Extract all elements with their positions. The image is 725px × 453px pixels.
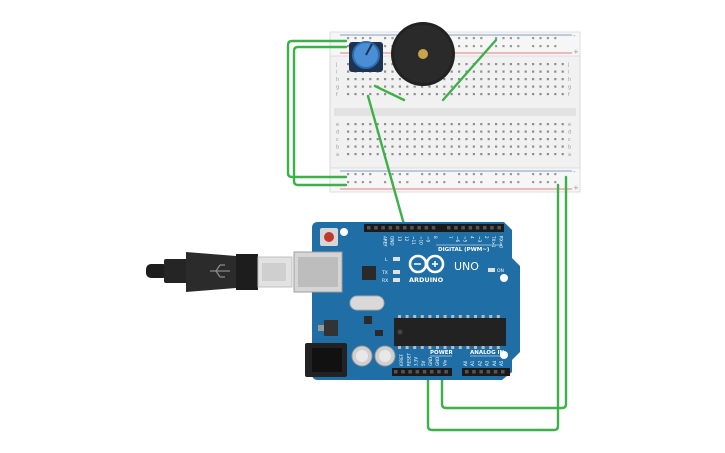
digital-header-holes [367,226,501,230]
power-pin-label: 5V [421,360,426,366]
row-letter: h [568,77,571,83]
rail-plus-label-bottom: + [573,184,579,192]
model-label: UNO [454,260,479,273]
row-letter: h [336,77,339,83]
status-leds [393,257,495,282]
analog-section-label: ANALOG IN [470,350,505,356]
usb-icon [210,264,230,278]
analog-pin-label: A1 [470,360,475,366]
digital-pin-label: ~11 [411,236,416,245]
crystal-oscillator [349,295,385,311]
analog-header[interactable] [462,368,510,376]
reset-button[interactable] [320,228,338,246]
wire-buzzer-to-pin[interactable] [441,38,498,102]
row-letter: f [336,92,338,98]
wire-5v-rail-to-board[interactable] [426,183,560,432]
piezo-buzzer[interactable] [391,22,455,86]
power-pin-label: Vin [442,359,447,366]
power-pin-label: IOREF [399,353,404,366]
rail-plus-label-top: + [573,48,579,56]
wires [286,38,568,432]
row-letter: c [568,137,571,143]
digital-pin-label: 7 [448,236,453,239]
digital-pin-label: TX>1 [491,235,496,248]
digital-pin-label: 13 [397,236,402,242]
digital-pin-label: 12 [404,236,409,242]
voltage-regulator [324,320,338,336]
power-header[interactable] [392,368,452,376]
brand-label: ARDUINO [409,276,444,284]
usb-chip [362,266,376,280]
usb-port[interactable] [293,251,343,293]
row-letter: g [568,85,571,91]
digital-pin-label: ~3 [477,236,482,243]
row-letter: a [336,152,339,158]
digital-pin-label: 8 [433,236,438,239]
digital-pin-label: ~6 [455,236,460,243]
power-pin-label: RESET [406,353,411,366]
analog-pin-label: A2 [477,360,482,366]
digital-pin-label: RX<0 [498,236,503,248]
row-letter: e [336,122,339,128]
rail-minus-label-top: - [573,32,576,40]
digital-pin-label: AREF [382,236,387,247]
row-letter: g [336,85,339,91]
row-letter: b [568,145,571,151]
row-letter: i [336,70,337,76]
arduino-infinity-logo-icon [408,254,445,274]
analog-pin-label: A0 [463,360,468,366]
digital-pin-label: ~5 [462,236,467,243]
bottom-header-holes [394,370,505,374]
analog-pin-label: A4 [492,360,497,366]
atmega-microcontroller [394,315,506,349]
digital-section-label: DIGITAL (PWM~) [438,247,490,253]
power-jack[interactable] [305,343,347,377]
row-letter: f [568,92,570,98]
led-rx-label: RX [382,278,388,284]
wire-pot-right-to-5v-rail[interactable] [292,45,348,187]
power-pin-label: 3.3V [414,357,419,366]
row-letter: b [336,145,339,151]
row-letter: c [336,137,339,143]
digital-pin-label: GND [390,236,395,246]
power-pin-label: GND [435,357,440,366]
usb-cable[interactable] [146,252,293,292]
power-section-label: POWER [430,350,454,356]
digital-pin-label: 2 [484,236,489,239]
row-letter: e [568,122,571,128]
row-letter: i [568,70,569,76]
led-on-label: ON [497,268,504,274]
power-pin-label: GND [428,357,433,366]
led-l-label: L [385,257,388,263]
potentiometer[interactable] [349,41,383,72]
led-tx-label: TX [381,270,388,276]
wire-pot-left-to-gnd-rail[interactable] [286,39,348,179]
row-letter: a [568,152,571,158]
digital-pin-label: ~10 [418,236,423,245]
capacitors [351,345,396,367]
row-letter: j [335,62,337,68]
wire-gnd-rail-to-board[interactable] [440,175,568,410]
wire-pot-wiper-to-a0[interactable] [366,94,407,230]
digital-pin-label: ~9 [426,236,431,243]
analog-pin-label: A5 [499,360,504,366]
wire-pot-to-buzzer[interactable] [373,84,406,102]
analog-pin-label: A3 [485,360,490,366]
row-letter: j [567,62,569,68]
row-letter: d [336,130,339,136]
digital-pin-label: 4 [470,236,475,239]
row-letter: d [568,130,571,136]
rail-minus-label-bottom: - [573,168,576,176]
